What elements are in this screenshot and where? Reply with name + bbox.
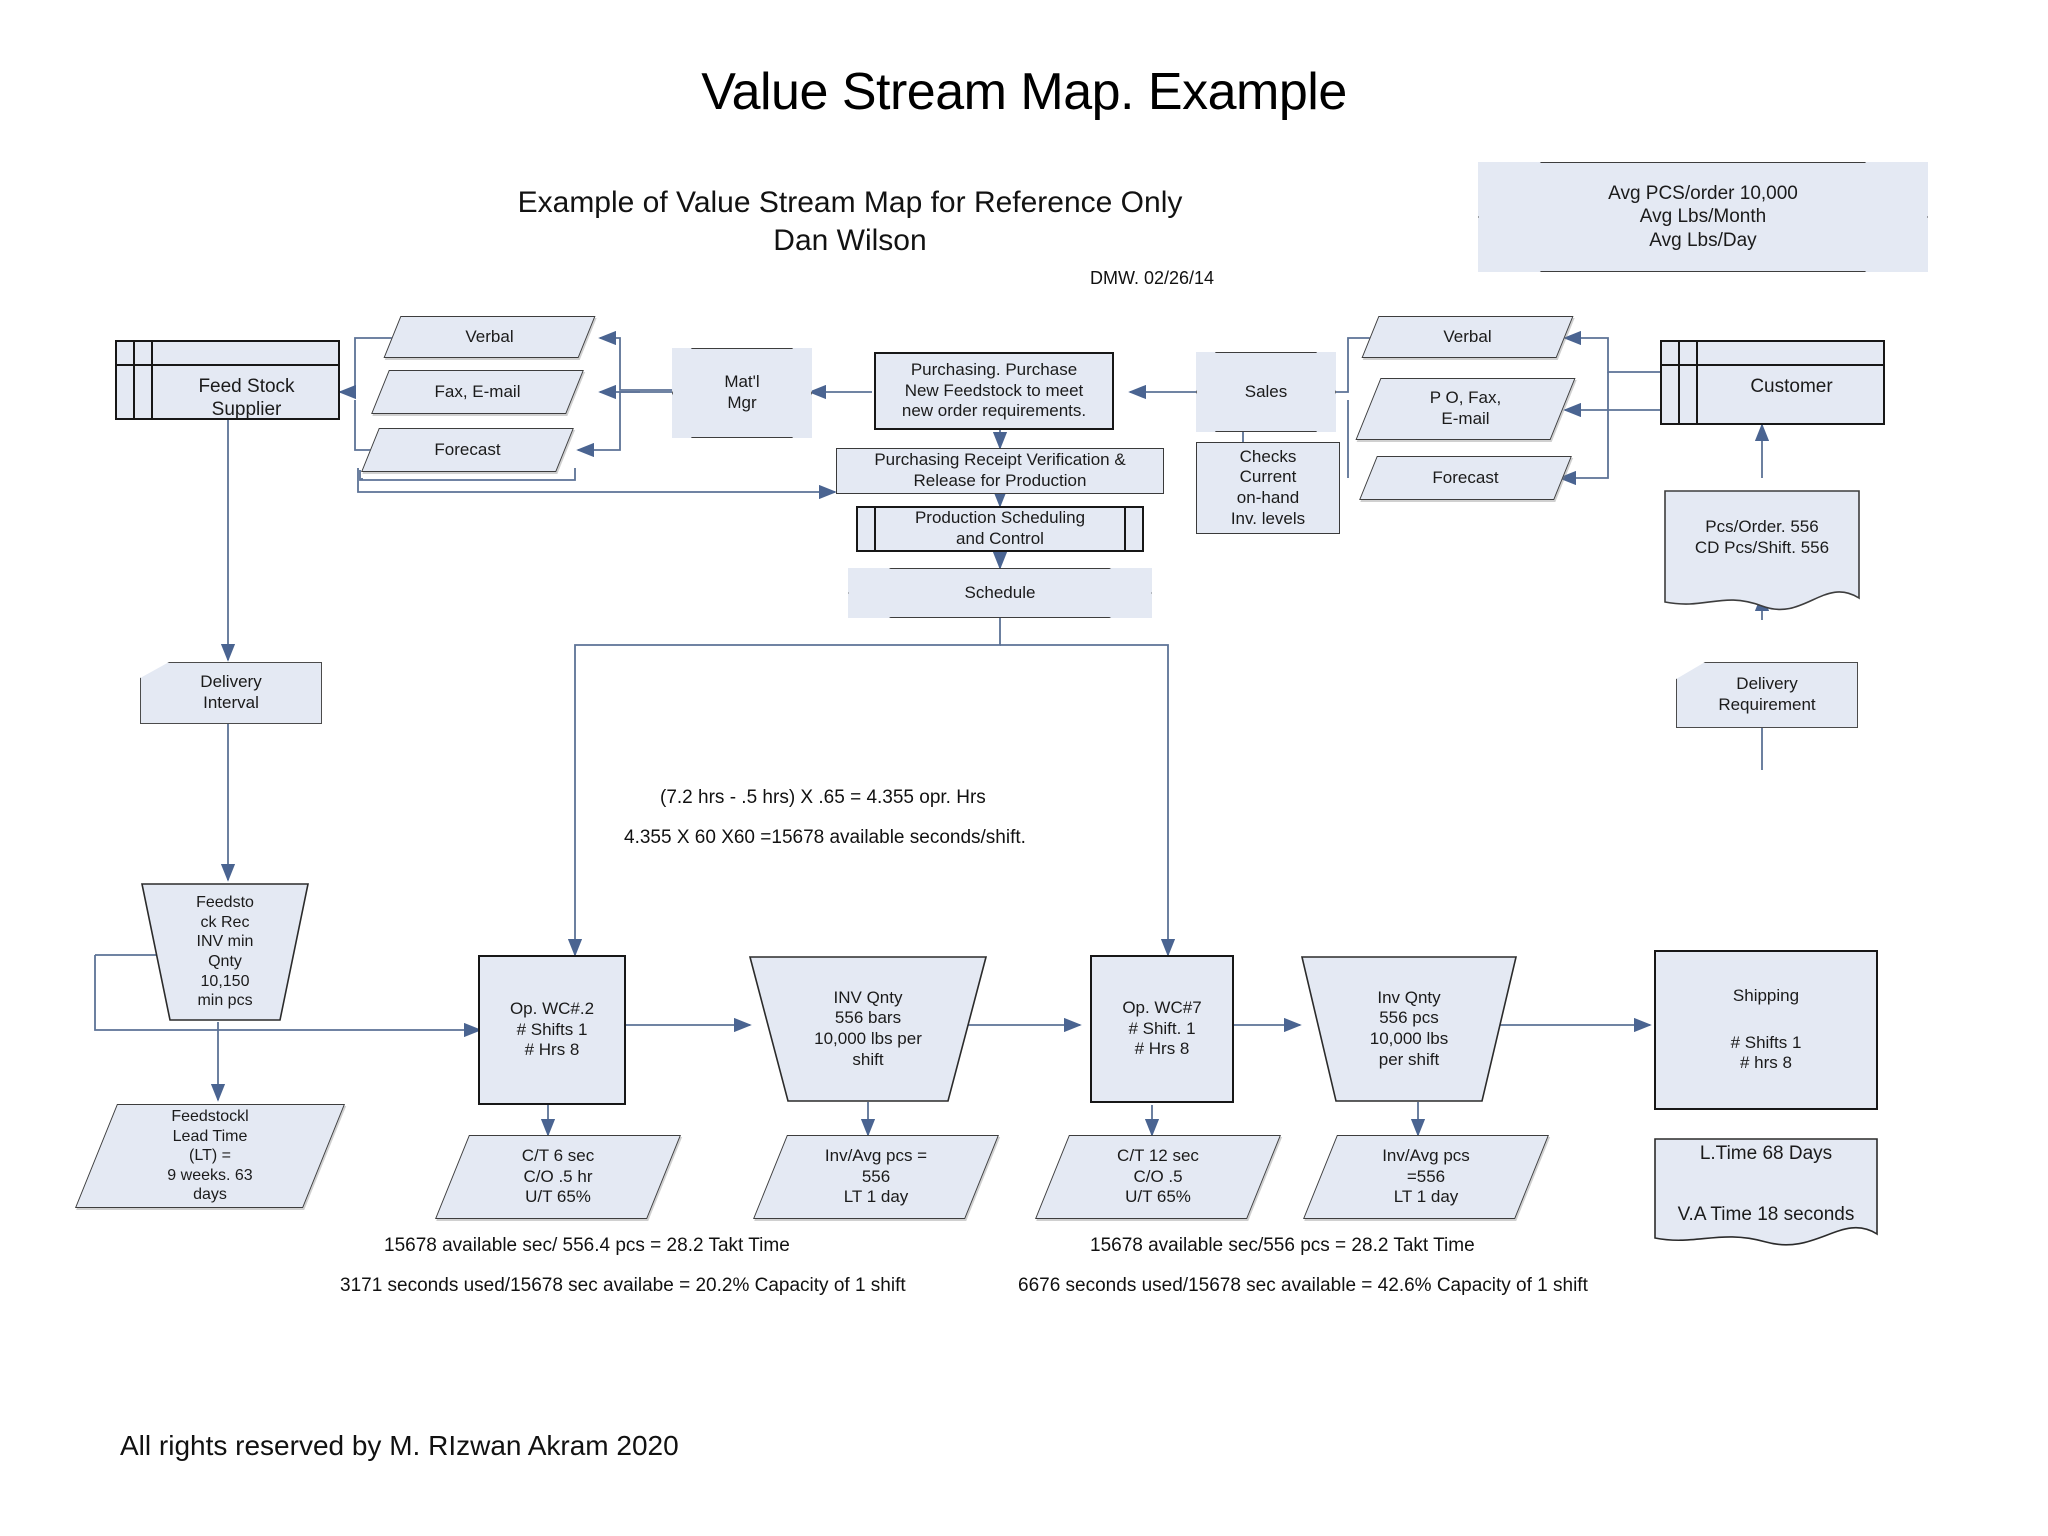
inv-qnty-1-shape: INV Qnty 556 bars 10,000 lbs per shift [748,955,988,1103]
supplier-fax-email-shape: Fax, E-mail [371,370,584,414]
op-wc7-process-box: Op. WC#7 # Shift. 1 # Hrs 8 [1090,955,1234,1103]
feed-stock-supplier-box: Feed Stock Supplier [115,340,340,420]
customer-verbal-shape: Verbal [1361,316,1574,358]
page-title: Value Stream Map. Example [701,63,1347,121]
shipping-process-box: Shipping # Shifts 1 # hrs 8 [1654,950,1878,1110]
subtitle-line-1: Example of Value Stream Map for Referenc… [517,186,1183,219]
customer-box: Customer [1660,340,1885,425]
customer-po-fax-email-shape: P O, Fax, E-mail [1355,378,1576,440]
op-wc2-process-box: Op. WC#.2 # Shifts 1 # Hrs 8 [478,955,626,1105]
op-wc2-data-shape: C/T 6 sec C/O .5 hr U/T 65% [435,1135,681,1219]
avg-pcs-banner: Avg PCS/order 10,000 Avg Lbs/Month Avg L… [1478,162,1928,272]
inv-qnty-2-data-shape: Inv/Avg pcs =556 LT 1 day [1303,1135,1549,1219]
pcs-order-document: Pcs/Order. 556 CD Pcs/Shift. 556 [1664,490,1860,614]
wc2-capacity-note: 3171 seconds used/15678 sec availabe = 2… [340,1275,906,1296]
author-date-stamp: DMW. 02/26/14 [1090,268,1215,288]
wc7-capacity-note: 6676 seconds used/15678 sec available = … [1018,1275,1588,1296]
document-shape-icon [1664,490,1860,611]
feedstock-rec-inventory-shape: Feedsto ck Rec INV min Qnty 10,150 min p… [140,882,310,1022]
subtitle-line-2: Dan Wilson [773,223,927,257]
delivery-requirement-shape: Delivery Requirement [1676,662,1858,728]
purchasing-box: Purchasing. Purchase New Feedstock to me… [874,352,1114,430]
feedstock-lead-time-shape: Feedstockl Lead Time (LT) = 9 weeks. 63 … [74,1104,346,1208]
shipping-data-label: # Shifts 1 # hrs 8 [1730,1032,1802,1073]
material-manager-shape: Mat'l Mgr [672,348,812,438]
delivery-interval-shape: Delivery Interval [140,662,322,724]
supplier-forecast-shape: Forecast [361,428,574,472]
purchasing-receipt-box: Purchasing Receipt Verification & Releas… [836,448,1164,494]
inventory-trapezoid-icon [748,956,988,1102]
op-wc7-data-shape: C/T 12 sec C/O .5 U/T 65% [1035,1135,1281,1219]
sales-shape: Sales [1196,352,1336,432]
customer-label: Customer [1750,376,1833,397]
takt-calc-note-line-1: (7.2 hrs - .5 hrs) X .65 = 4.355 opr. Hr… [660,787,986,808]
schedule-shape: Schedule [848,568,1152,618]
feed-stock-supplier-label: Feed Stock Supplier [198,376,295,420]
takt-calc-note-line-2: 4.355 X 60 X60 =15678 available seconds/… [624,827,1026,848]
document-shape-icon [1654,1138,1878,1246]
inventory-trapezoid-icon [141,883,309,1021]
production-scheduling-label: Production Scheduling and Control [914,508,1086,548]
wc2-takt-note: 15678 available sec/ 556.4 pcs = 28.2 Ta… [384,1235,790,1256]
supplier-verbal-shape: Verbal [383,316,596,358]
wc7-takt-note: 15678 available sec/556 pcs = 28.2 Takt … [1090,1235,1475,1256]
production-scheduling-box: Production Scheduling and Control [856,506,1144,552]
checks-inventory-box: Checks Current on-hand Inv. levels [1196,442,1340,534]
copyright-text: All rights reserved by M. RIzwan Akram 2… [120,1430,679,1461]
inv-qnty-1-data-shape: Inv/Avg pcs = 556 LT 1 day [753,1135,999,1219]
inventory-trapezoid-icon [1300,956,1518,1102]
shipping-label: Shipping [1732,985,1800,1005]
customer-forecast-shape: Forecast [1359,456,1572,500]
subtitle: Example of Value Stream Map for Referenc… [440,184,1260,259]
inv-qnty-2-shape: Inv Qnty 556 pcs 10,000 lbs per shift [1300,955,1518,1103]
lead-time-summary-document: L.Time 68 Days V.A Time 18 seconds [1654,1138,1878,1250]
